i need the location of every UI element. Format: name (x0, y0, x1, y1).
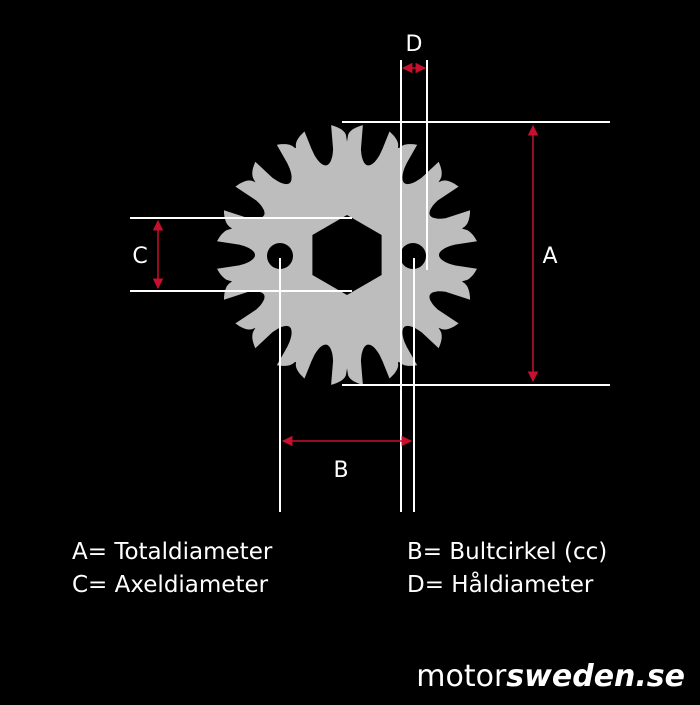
legend-item-d: D= Håldiameter (407, 570, 594, 598)
brand-logo: motorsweden.se (416, 659, 685, 694)
dimension-a: A (342, 121, 610, 386)
label-c: C (132, 244, 147, 269)
legend-item-c: C= Axeldiameter (72, 572, 269, 598)
brand-part-2: sweden.se (506, 659, 685, 694)
legend-item-b: B= Bultcirkel (cc) (407, 539, 607, 565)
label-a: A (542, 244, 557, 269)
legend: A= Totaldiameter C= Axeldiameter B= Bult… (72, 539, 607, 598)
sprocket-icon (217, 125, 477, 385)
legend-item-a: A= Totaldiameter (72, 539, 273, 565)
label-d: D (406, 32, 423, 57)
dimension-b: B (279, 258, 415, 512)
label-b: B (333, 458, 348, 483)
brand-part-1: motor (416, 659, 507, 694)
dimension-c: C (130, 217, 352, 292)
